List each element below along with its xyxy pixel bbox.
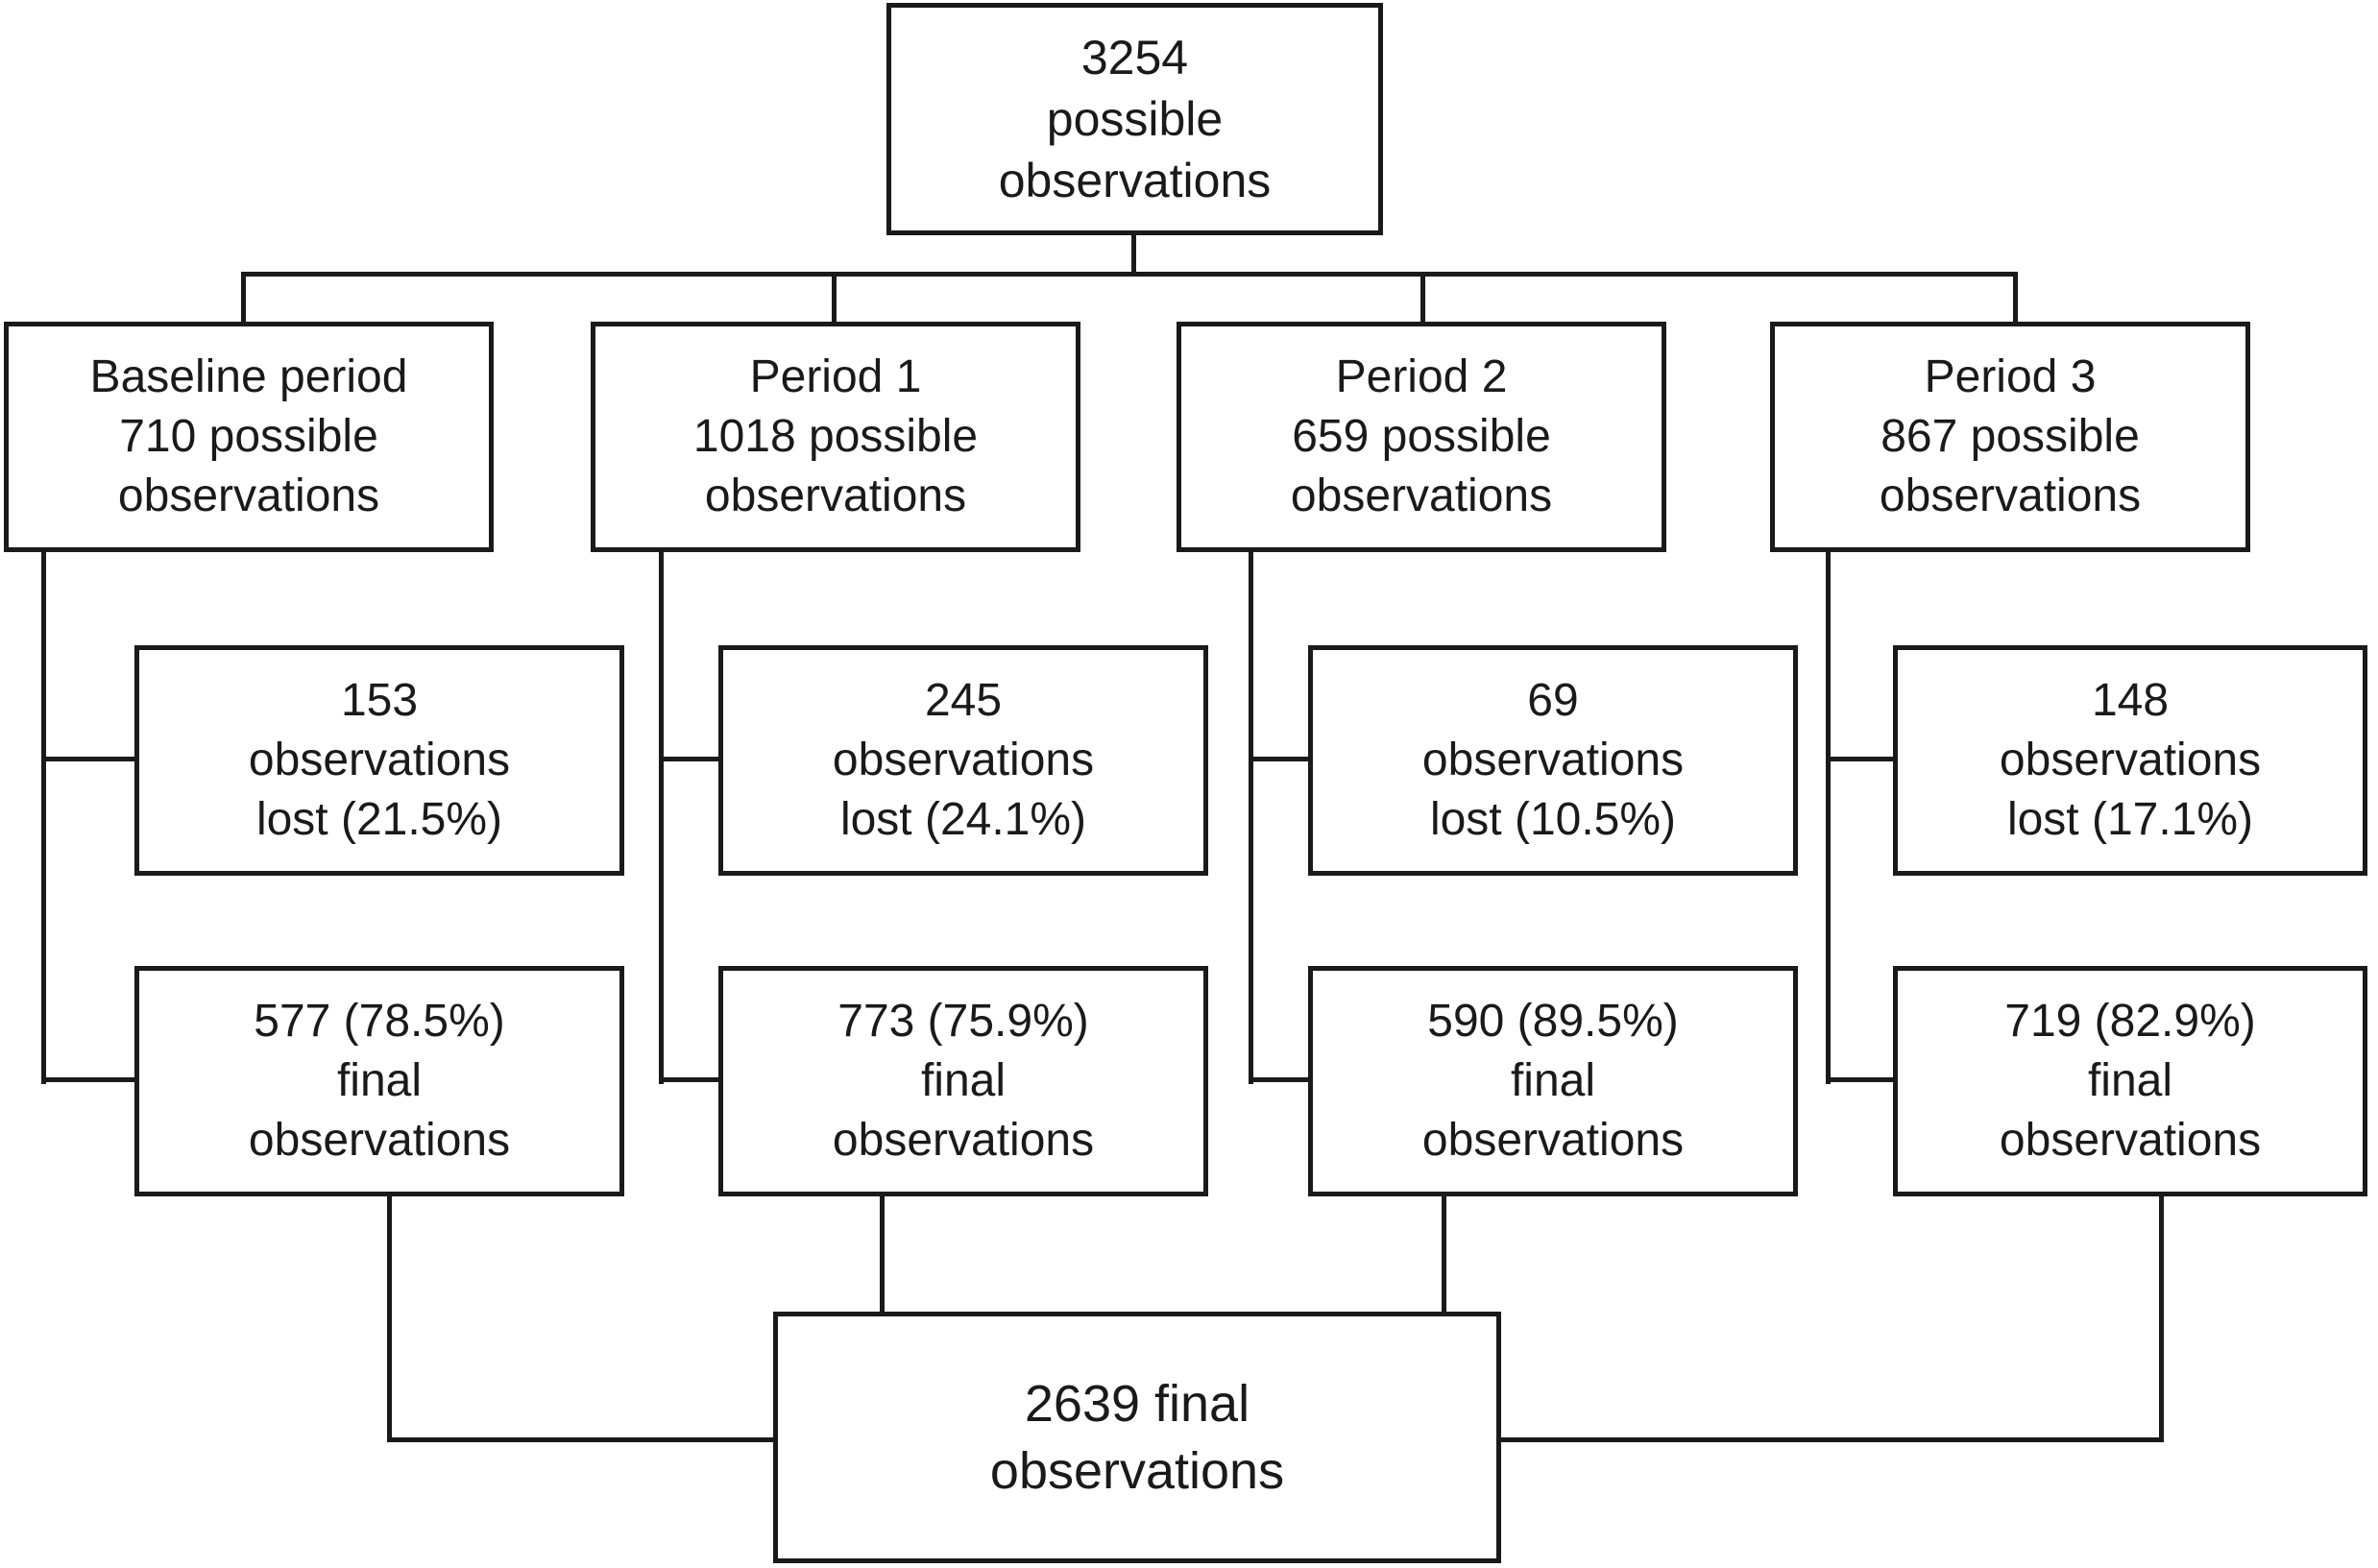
final-label1: final: [920, 1055, 1007, 1106]
period-title: Period 3: [1924, 351, 2097, 402]
connector-root-drop: [1131, 233, 1136, 277]
connector-final-stub-period1: [659, 1077, 722, 1082]
total-box-final-observations: 2639 final observations: [773, 1312, 1501, 1563]
final-label2: observations: [832, 1115, 1095, 1166]
period-box-period3: Period 3 867 possible observations: [1770, 322, 2250, 552]
connector-lost-stub-baseline: [41, 757, 137, 761]
connector-collector-left: [387, 1437, 776, 1442]
period-title: Period 2: [1335, 351, 1508, 402]
final-value: 590 (89.5%): [1427, 996, 1679, 1047]
connector-drop-period1-final: [880, 1194, 885, 1315]
connector-stub-period1: [832, 272, 837, 324]
connector-final-stub-period2: [1249, 1077, 1312, 1082]
connector-collector-right: [1498, 1437, 2164, 1442]
lost-label2: lost (17.1%): [2006, 794, 2254, 845]
period-title: Baseline period: [89, 351, 408, 402]
connector-drop-period3-final: [2159, 1194, 2164, 1442]
period-possible-line1: 710 possible: [119, 411, 378, 462]
connector-lost-stub-period3: [1826, 757, 1897, 761]
connector-final-stub-period3: [1826, 1077, 1897, 1082]
connector-final-stub-baseline: [41, 1077, 137, 1082]
total-value: 2639 final: [1024, 1375, 1250, 1433]
connector-rail-period2: [1249, 550, 1253, 1084]
lost-box-period3: 148 observations lost (17.1%): [1893, 645, 2367, 876]
final-value: 719 (82.9%): [2004, 996, 2256, 1047]
final-box-baseline: 577 (78.5%) final observations: [134, 966, 624, 1196]
connector-drop-baseline-final: [387, 1194, 392, 1442]
final-box-period1: 773 (75.9%) final observations: [718, 966, 1208, 1196]
connector-stub-period3: [2013, 272, 2018, 324]
connector-stub-period2: [1420, 272, 1425, 324]
final-box-period3: 719 (82.9%) final observations: [1893, 966, 2367, 1196]
final-box-period2: 590 (89.5%) final observations: [1308, 966, 1798, 1196]
final-label1: final: [336, 1055, 423, 1106]
period-possible-line1: 1018 possible: [692, 411, 979, 462]
period-possible-line1: 867 possible: [1881, 411, 2140, 462]
period-possible-line2: observations: [1290, 470, 1553, 521]
lost-box-period2: 69 observations lost (10.5%): [1308, 645, 1798, 876]
lost-label1: observations: [1999, 735, 2262, 785]
final-label2: observations: [1999, 1115, 2262, 1166]
final-label1: final: [1510, 1055, 1596, 1106]
period-possible-line1: 659 possible: [1292, 411, 1551, 462]
period-box-baseline: Baseline period 710 possible observation…: [4, 322, 494, 552]
lost-box-baseline: 153 observations lost (21.5%): [134, 645, 624, 876]
period-possible-line2: observations: [1879, 470, 2142, 521]
total-label: observations: [989, 1442, 1285, 1500]
lost-label1: observations: [248, 735, 511, 785]
period-possible-line2: observations: [117, 470, 380, 521]
connector-drop-period2-final: [1442, 1194, 1446, 1315]
lost-label1: observations: [832, 735, 1095, 785]
final-value: 773 (75.9%): [837, 996, 1089, 1047]
lost-label2: lost (21.5%): [255, 794, 503, 845]
period-title: Period 1: [749, 351, 922, 402]
lost-label2: lost (10.5%): [1429, 794, 1677, 845]
period-box-period1: Period 1 1018 possible observations: [591, 322, 1080, 552]
connector-stub-baseline: [241, 272, 246, 324]
lost-value: 153: [340, 675, 419, 726]
lost-label2: lost (24.1%): [839, 794, 1087, 845]
root-box-value: 3254: [1080, 31, 1189, 84]
final-label2: observations: [1421, 1115, 1685, 1166]
final-value: 577 (78.5%): [254, 996, 505, 1047]
root-box-label1: possible: [1046, 92, 1224, 146]
connector-lost-stub-period2: [1249, 757, 1312, 761]
lost-value: 148: [2091, 675, 2170, 726]
lost-value: 245: [924, 675, 1003, 726]
connector-rail-period1: [659, 550, 664, 1084]
connector-lost-stub-period1: [659, 757, 722, 761]
final-label2: observations: [248, 1115, 511, 1166]
period-box-period2: Period 2 659 possible observations: [1177, 322, 1666, 552]
lost-box-period1: 245 observations lost (24.1%): [718, 645, 1208, 876]
lost-value: 69: [1527, 675, 1579, 726]
period-possible-line2: observations: [704, 470, 967, 521]
root-box-label2: observations: [998, 154, 1272, 207]
connector-trunk: [241, 272, 2018, 277]
lost-label1: observations: [1421, 735, 1685, 785]
connector-rail-baseline: [41, 550, 46, 1084]
final-label1: final: [2087, 1055, 2173, 1106]
root-box-total-possible: 3254 possible observations: [886, 3, 1383, 235]
connector-rail-period3: [1826, 550, 1831, 1084]
